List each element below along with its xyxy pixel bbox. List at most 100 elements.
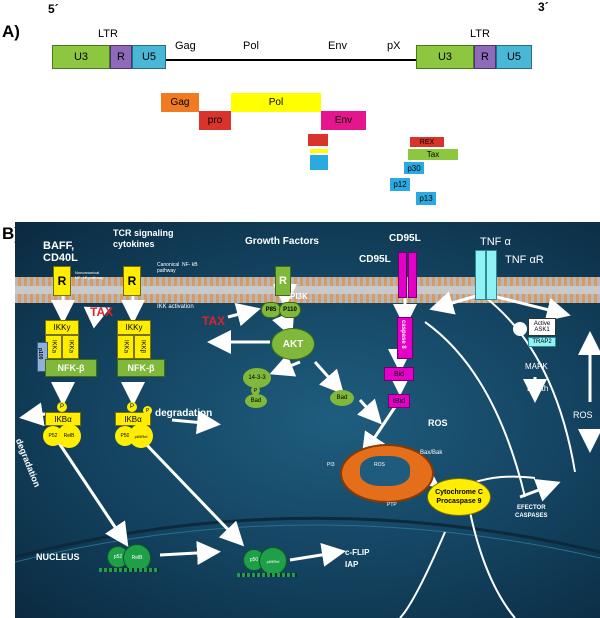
bad-bound: Bad <box>245 394 267 408</box>
mapk-label: MAPK <box>525 362 548 371</box>
protein-p12: p12 <box>390 178 410 191</box>
protein-14-3-3: 14-3-3 <box>243 368 271 388</box>
phospho-bad: P <box>251 386 260 395</box>
growth-factor-receptor: R <box>275 266 291 296</box>
u5-left-segment: U5 <box>132 45 166 69</box>
baff-cd40l-label: BAFF, CD40L <box>43 240 78 264</box>
nucleus-label: NUCLEUS <box>36 552 80 562</box>
r-right-segment: R <box>474 45 496 69</box>
phospho-right: P <box>127 402 137 412</box>
effector-caspases-label: EFECTOR CASPASES <box>515 505 548 519</box>
protein-gag: Gag <box>161 93 199 112</box>
ptp-label: PTP <box>387 502 397 508</box>
trap2-box: TRAP2 <box>528 337 556 347</box>
pi3-label: PI3 <box>327 462 335 468</box>
ikka-left-1: IKKa <box>45 335 62 359</box>
p85-subunit: P85 <box>261 302 281 318</box>
caspase8-label: caspase 8 <box>400 320 406 349</box>
gene-label-env: Env <box>328 40 347 52</box>
nfkb-left: NFK-β <box>45 359 97 377</box>
ikba-left: IKBα <box>45 412 81 426</box>
gene-label-pol: Pol <box>243 40 259 52</box>
pacman-icon <box>513 322 527 336</box>
bid-box: Bid <box>384 367 414 381</box>
tax-label-1: TAX <box>90 305 114 319</box>
protein-pro: pro <box>199 111 231 130</box>
ikka-right: IKKa <box>117 335 134 359</box>
env-subunit-yellow <box>310 149 328 153</box>
tcr-label: TCR signaling cytokines <box>113 228 174 249</box>
ros-label-1: ROS <box>428 418 448 428</box>
tnf-receptor-right <box>486 250 497 300</box>
caspase8-bar <box>397 317 413 359</box>
u5-right-segment: U5 <box>496 45 532 69</box>
p65rel-nuclear: p65Rel <box>259 547 287 575</box>
ltr-right-label: LTR <box>470 28 490 40</box>
protein-env: Env <box>321 111 366 130</box>
nucleus-envelope <box>15 516 600 563</box>
tbid-box: tBid <box>388 394 410 408</box>
ikky-right: IKKy <box>117 320 151 335</box>
protein-pol: Pol <box>231 93 321 112</box>
protein-rex: REX <box>410 137 444 147</box>
cflip-iap-label: c-FLIP IAP <box>345 548 370 569</box>
pi3k-label: PI3K <box>290 292 308 301</box>
ikka-left-2: IKKa <box>62 335 79 359</box>
phospho-left: P <box>57 402 67 412</box>
genome-line <box>166 59 416 61</box>
noncanonical-label: Noncanonical NF- kB pathway <box>75 270 104 280</box>
mitochondrion <box>340 444 434 503</box>
growth-factors-label: Growth Factors <box>245 236 319 247</box>
p110-subunit: P110 <box>279 302 301 318</box>
ros-label-2: ROS <box>573 410 593 420</box>
cd95-receptor-left <box>398 252 407 298</box>
relb-nuclear: RelB <box>123 544 151 572</box>
protein-p13: p13 <box>416 192 436 205</box>
tnf-alpha-receptor-label: TNF αR <box>505 254 544 266</box>
death-label: Death <box>527 384 549 393</box>
signaling-diagram: BAFF, CD40L TCR signaling cytokines Grow… <box>15 222 600 618</box>
ltr-left-label: LTR <box>98 28 118 40</box>
p100-label: p100 <box>37 348 43 360</box>
relb-left: RelB <box>57 424 81 448</box>
panel-a-label: A) <box>2 22 20 41</box>
bad-free: Bad <box>330 390 354 406</box>
ikky-left: IKKy <box>45 320 79 335</box>
five-prime-label: 5´ <box>48 2 59 16</box>
mitochondrion-inner <box>360 456 410 486</box>
phospho-deg: P <box>143 406 152 415</box>
env-subunit-blue <box>310 155 328 170</box>
cd95l-side-label: CD95L <box>359 254 391 265</box>
cd95l-top-label: CD95L <box>389 233 421 244</box>
protein-tax: Tax <box>408 149 458 160</box>
active-ask1-box: Active ASK1 <box>528 318 556 336</box>
p65rel-right: p65Rel <box>129 424 153 448</box>
tnf-alpha-label: TNF α <box>480 236 511 248</box>
gene-label-px: pX <box>387 40 401 52</box>
protein-p30: p30 <box>404 162 424 174</box>
tnf-receptor-left <box>475 250 486 300</box>
tcr-receptor: R <box>123 266 141 296</box>
cd95-receptor-right <box>408 252 417 298</box>
r-left-segment: R <box>110 45 132 69</box>
akt-node: AKT <box>271 328 315 360</box>
env-subunit-red <box>308 134 328 146</box>
p100-box <box>37 342 48 372</box>
ros-mito-label: ROS <box>374 462 385 468</box>
baff-receptor: R <box>53 266 71 296</box>
tax-label-2: TAX <box>202 314 226 328</box>
nfkb-right: NFK-β <box>117 359 165 377</box>
ikk-activation-label: IKK activation <box>157 304 194 310</box>
gene-label-gag: Gag <box>175 40 196 52</box>
dna-strand-2 <box>237 573 297 577</box>
three-prime-label: 3´ <box>538 0 549 14</box>
degradation-right-label: degradation <box>155 408 213 419</box>
u3-left-segment: U3 <box>52 45 110 69</box>
pathway-arrows <box>19 284 600 618</box>
dna-strand-1 <box>99 568 159 572</box>
ikkb-right: IKKβ <box>134 335 151 359</box>
canonical-label: Canonical NF- kB pathway <box>157 262 198 274</box>
u3-right-segment: U3 <box>416 45 474 69</box>
cytochrome-c-node: Cytochrome C Procaspase 9 <box>427 478 491 516</box>
baxbak-label: Bax/Bak <box>420 450 443 456</box>
